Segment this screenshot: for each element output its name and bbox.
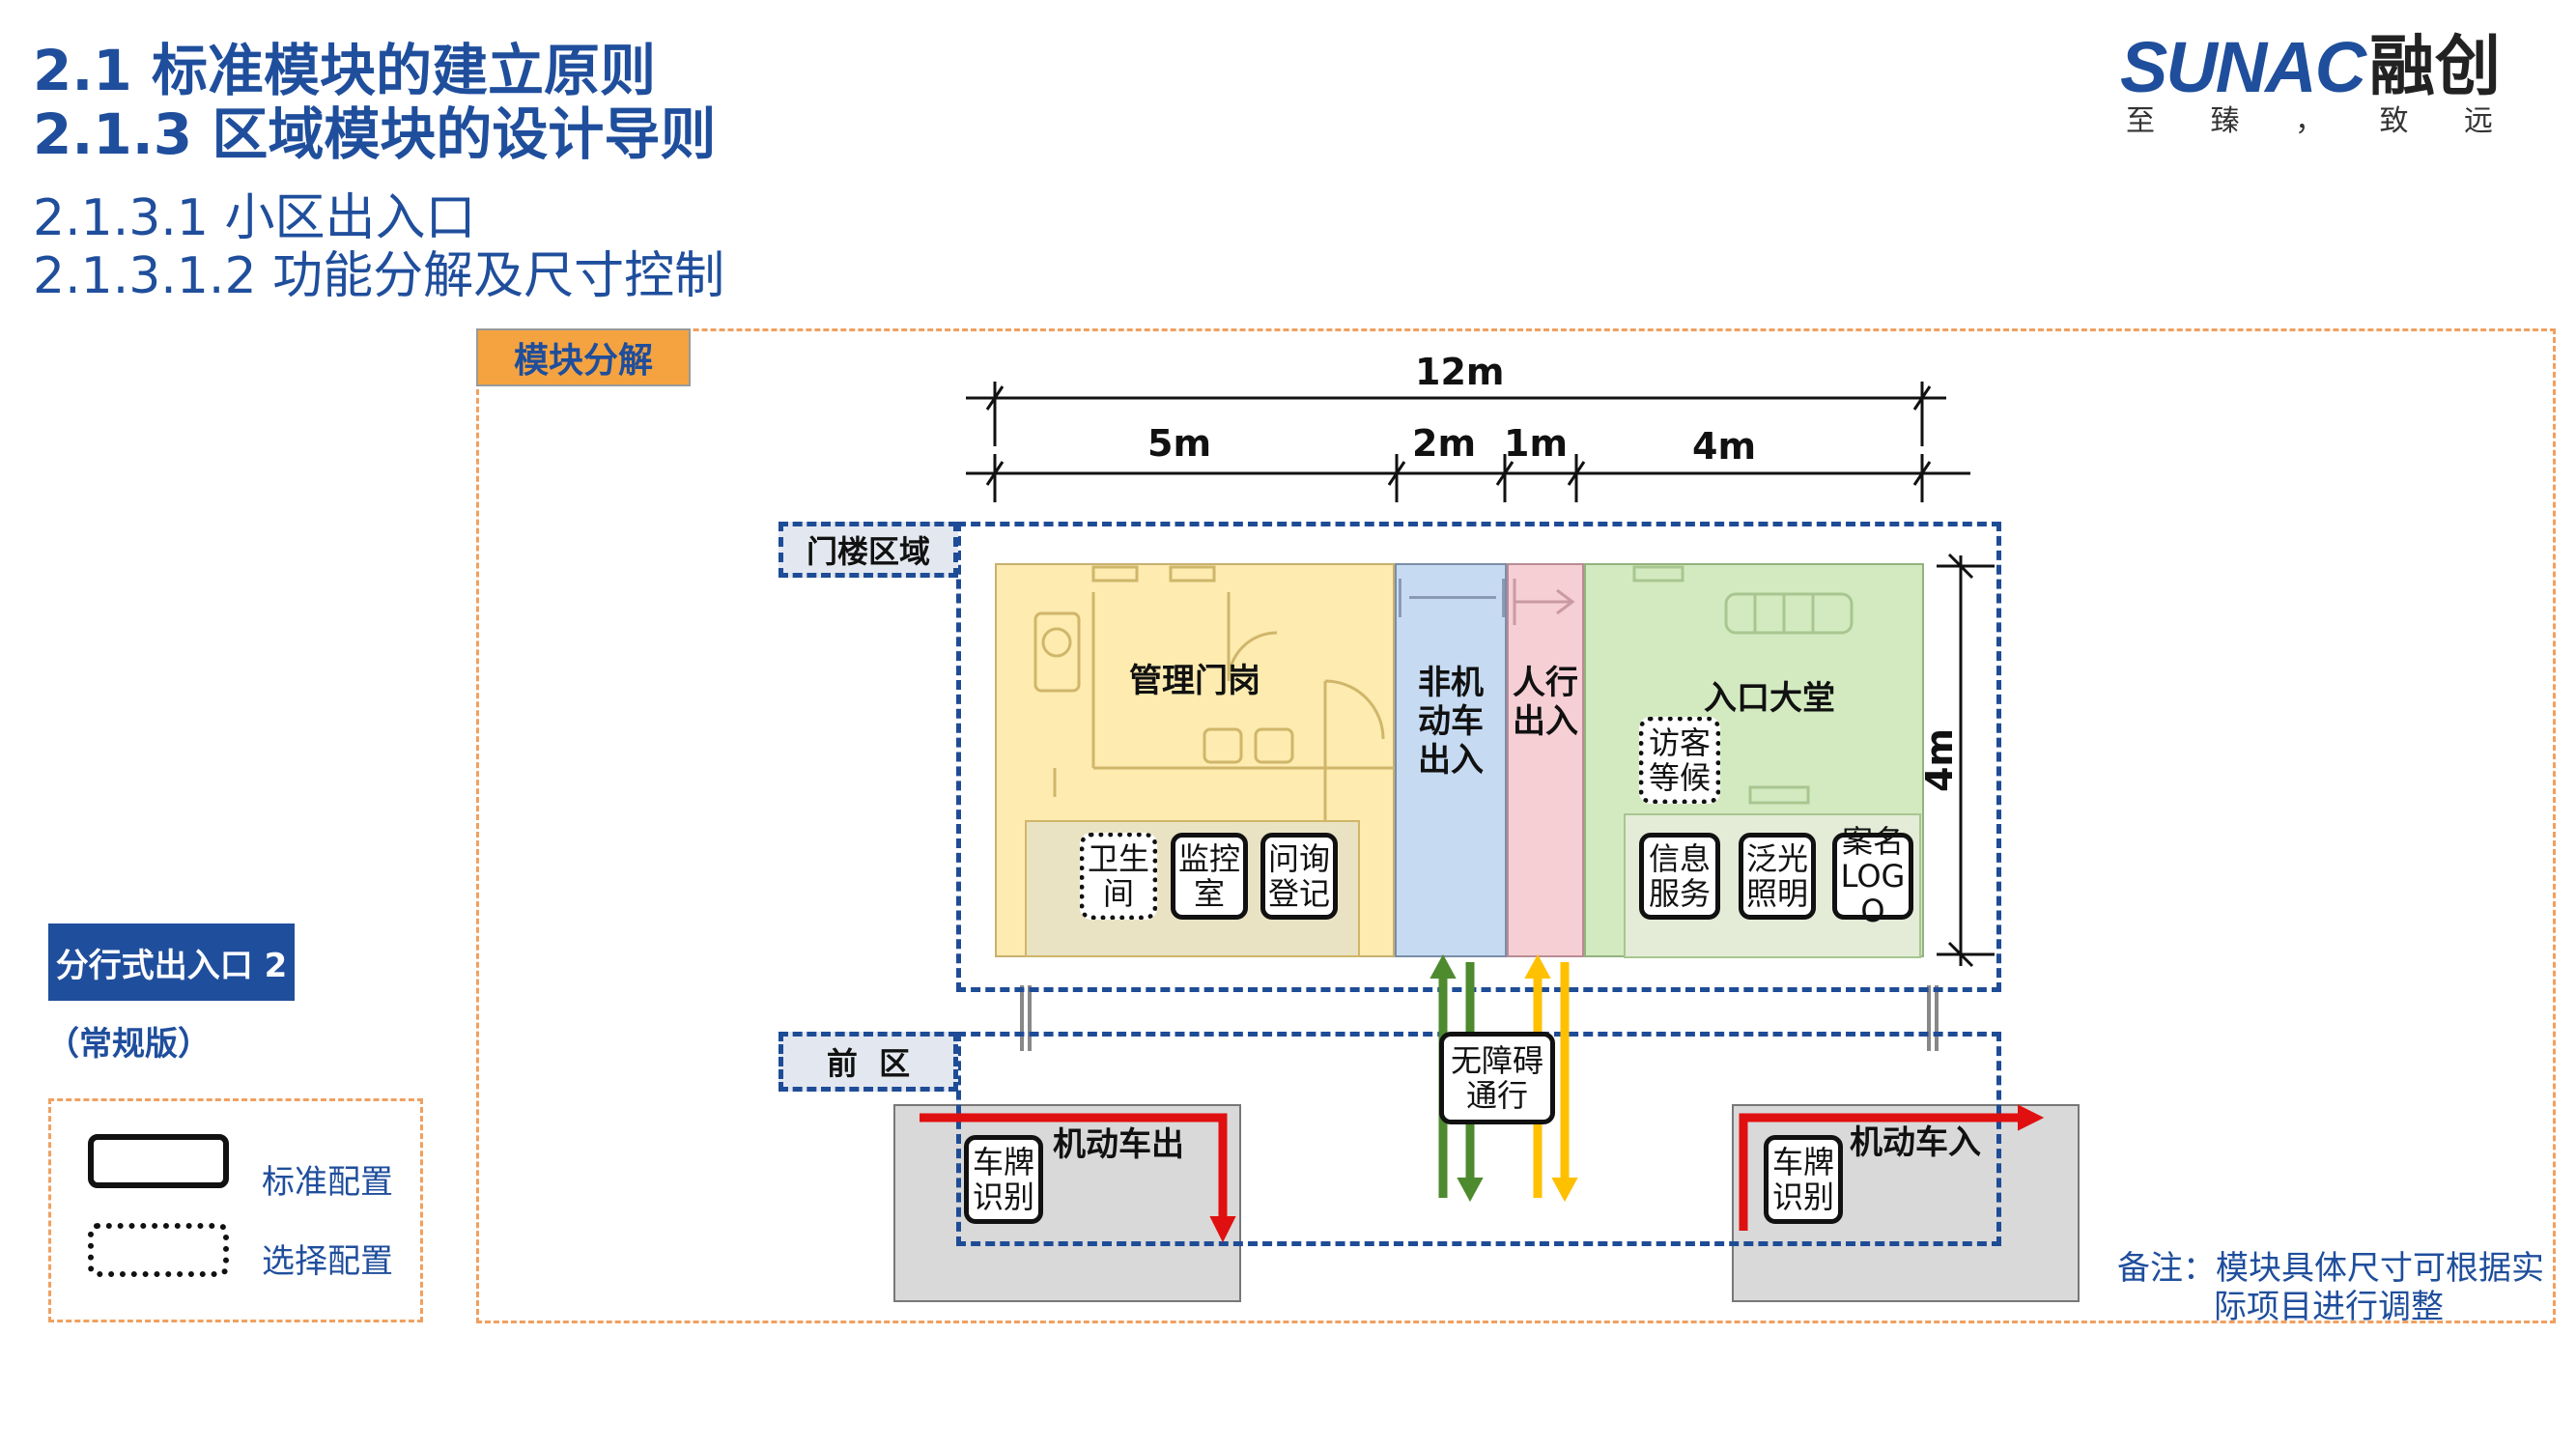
title-subsection: 2.1.3 区域模块的设计导则 [33,101,717,167]
front-zone-label: 前 区 [826,1045,911,1082]
flood-lighting-badge: 泛光照明 [1739,833,1816,920]
visitor-waiting-badge: 访客等候 [1639,717,1720,804]
legend-dotted-swatch [88,1223,229,1277]
logo-brand-cn: 融创 [2369,29,2502,105]
toilet-icon [1041,627,1072,658]
bike-gate-icon [1399,579,1505,617]
accessible-access-text: 无障碍通行 [1450,1042,1543,1114]
bike-lane-label-2: 动车 [1418,702,1484,741]
monitor-room-badge-text: 监控室 [1177,840,1240,912]
info-service-badge-text: 信息服务 [1648,840,1711,912]
module-breakdown-tab: 模块分解 [476,328,691,386]
flood-lighting-badge-text: 泛光照明 [1745,840,1808,912]
dim-4m-label: 4m [1692,425,1757,468]
title-topic: 2.1.3.1 小区出入口 [33,189,476,247]
entry-plate-recognition-text: 车牌识别 [1771,1144,1834,1215]
bike-lane: 非机 动车 出入 [1395,563,1507,957]
project-logo-badge-text: 案名LOGO [1840,823,1906,929]
accessible-access-badge: 无障碍通行 [1439,1032,1555,1124]
toilet-badge: 卫生间 [1080,833,1157,920]
dim-5m-label: 5m [1147,422,1212,465]
slogan-char: ， [2295,104,2324,138]
exit-plate-recognition-text: 车牌识别 [972,1144,1034,1215]
title-subtopic: 2.1.3.1.2 功能分解及尺寸控制 [33,247,725,305]
sunac-logo: SUNAC 融创 至 臻 ， 致 远 [2120,27,2506,139]
project-logo-badge: 案名LOGO [1832,824,1913,928]
gatehouse-zone-tag: 门楼区域 [778,522,958,578]
variant-subtitle: （常规版） [46,1025,211,1064]
dim-2m-label: 2m [1412,422,1477,465]
variant-title-badge: 分行式出入口 2 [48,923,295,1001]
bike-lane-label-1: 非机 [1418,664,1484,702]
gatehouse-zone-label: 门楼区域 [806,533,930,570]
inquiry-badge-text: 问询登记 [1267,840,1330,912]
info-service-badge: 信息服务 [1639,833,1720,920]
diagram-frame [476,328,2556,1323]
legend-solid-swatch [88,1134,229,1188]
legend-dotted-label: 选择配置 [262,1242,393,1281]
pedestrian-gate-icon [1513,579,1575,625]
dim-total-label: 12m [1415,351,1505,393]
support-post [1927,985,1931,1051]
title-section: 2.1 标准模块的建立原则 [33,38,656,103]
vehicle-entry-label: 机动车入 [1850,1123,1981,1162]
slogan-char: 远 [2464,104,2493,138]
exit-plate-recognition-badge: 车牌识别 [964,1135,1043,1224]
sofa-icon [1724,592,1854,635]
vehicle-exit-label: 机动车出 [1053,1125,1184,1164]
bike-lane-label-3: 出入 [1418,741,1484,780]
gatehouse-zone-outline [956,522,2001,992]
front-zone-tag: 前 区 [778,1032,958,1092]
guard-room-label: 管理门岗 [1129,662,1260,700]
slogan-char: 至 [2126,104,2155,138]
support-post [1020,985,1024,1051]
support-post [1028,985,1032,1051]
slogan-char: 臻 [2210,104,2240,138]
dim-1m-label: 1m [1504,422,1569,465]
logo-brand-en: SUNAC [2120,27,2366,107]
pedestrian-lane-label-1: 人行 [1513,664,1578,702]
support-post [1935,985,1939,1051]
variant-title: 分行式出入口 2 [55,946,288,985]
pedestrian-lane: 人行 出入 [1507,563,1584,957]
note-line-1: 备注：模块具体尺寸可根据实 [2117,1249,2544,1288]
slogan-char: 致 [2379,104,2409,138]
legend-box: 标准配置 选择配置 [48,1098,423,1322]
visitor-waiting-badge-text: 访客等候 [1648,724,1711,796]
pedestrian-lane-label-2: 出入 [1513,702,1578,741]
note-line-2: 际项目进行调整 [2214,1288,2444,1326]
legend-solid-label: 标准配置 [262,1163,393,1202]
logo-slogan: 至 臻 ， 致 远 [2126,97,2493,139]
toilet-badge-text: 卫生间 [1087,840,1149,912]
entry-plate-recognition-badge: 车牌识别 [1764,1135,1843,1224]
monitor-room-badge: 监控室 [1171,833,1248,920]
inquiry-badge: 问询登记 [1260,833,1338,920]
module-breakdown-label: 模块分解 [513,341,653,381]
lobby-room-label: 入口大堂 [1704,679,1835,718]
